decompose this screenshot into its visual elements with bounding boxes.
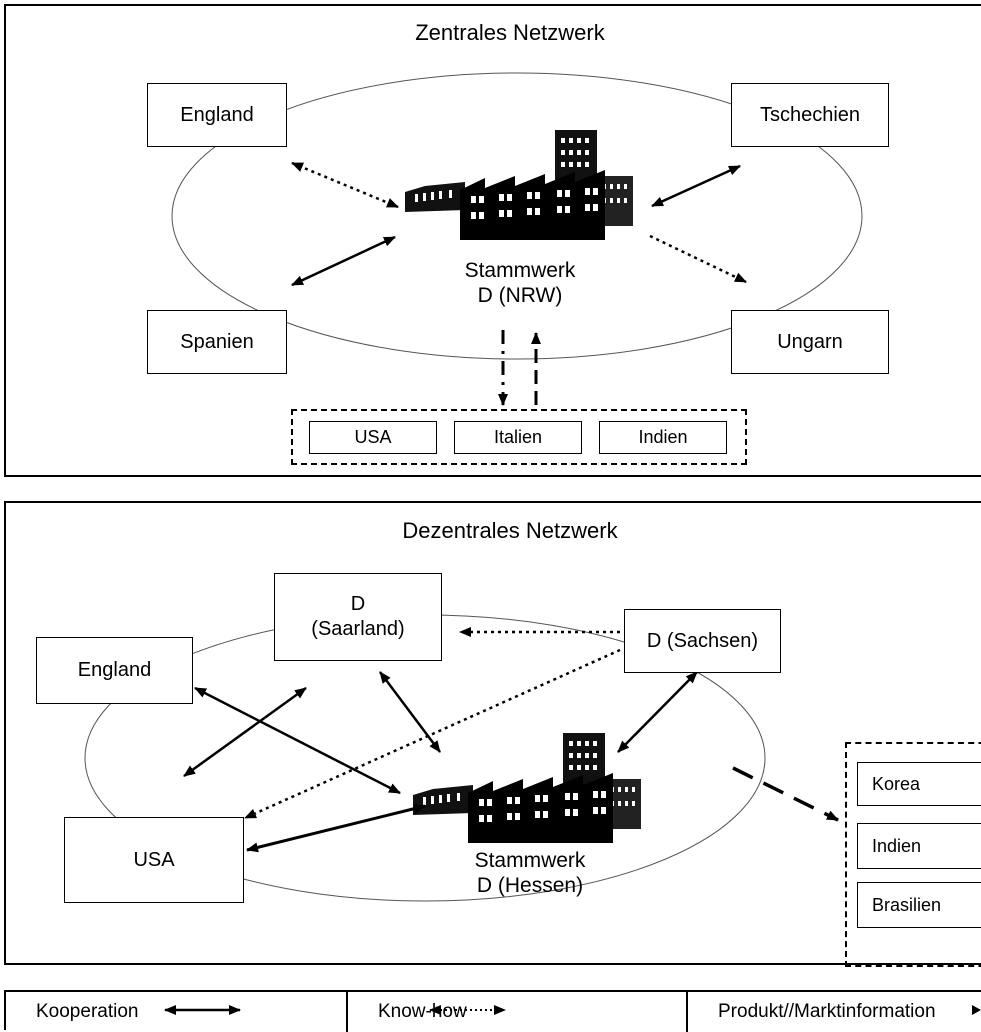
node-england-bottom: England (36, 637, 193, 704)
group-node-korea: Korea (857, 762, 981, 806)
group-node-label: Brasilien (872, 894, 942, 915)
node-label: USA (133, 848, 175, 871)
legend-label: Kooperation (36, 1001, 139, 1022)
node-ungarn: Ungarn (731, 310, 889, 374)
stammwerk-location: D (Hessen) (476, 874, 584, 898)
kooperation-arrow-saarland-hessen (379, 671, 441, 753)
legend-label: Produkt//Marktinformation (718, 1001, 936, 1022)
node-england-top: England (147, 83, 287, 147)
stammwerk-location: D (NRW) (477, 284, 563, 308)
legend-produkt-symbol (972, 1005, 981, 1015)
node-label: D (Sachsen) (646, 629, 759, 652)
kooperation-arrow-tschechien (651, 164, 741, 208)
produkt-arrow-group (732, 766, 839, 822)
node-label: England (77, 659, 152, 681)
node-label: D (350, 593, 366, 615)
dezentrales-netzwerk-panel (4, 501, 981, 965)
node-saarland: D (Saarland) (274, 573, 442, 661)
group-node-brasilien: Brasilien (857, 882, 981, 928)
stammwerk-name: Stammwerk (474, 849, 586, 872)
node-tschechien: Tschechien (731, 83, 889, 147)
node-usa-bottom: USA (64, 817, 244, 903)
knowhow-arrow-ungarn (649, 234, 747, 284)
kooperation-arrow-sachsen-hessen (617, 671, 698, 753)
knowhow-arrow-england (291, 161, 399, 209)
node-label: Ungarn (777, 330, 843, 353)
legend-item-kooperation: Kooperation (6, 992, 346, 1032)
panel-title-top: Zentrales Netzwerk (415, 20, 605, 45)
group-box-top (291, 409, 747, 465)
factory-icon (405, 130, 633, 240)
group-node-label: Indien (872, 835, 922, 856)
zentrales-netzwerk-panel (4, 4, 981, 477)
group-node-indien-bottom: Indien (857, 823, 981, 869)
node-label: Tschechien (759, 103, 861, 126)
legend-divider (686, 992, 688, 1032)
legend: Kooperation Know-how Produkt//Marktinfor… (4, 990, 981, 1032)
legend-item-produkt: Produkt//Marktinformation (688, 992, 981, 1032)
node-label: (Saarland) (311, 618, 405, 640)
group-node-label: Korea (872, 773, 921, 794)
group-node-label: USA (354, 427, 392, 448)
stammwerk-name: Stammwerk (464, 259, 576, 282)
kooperation-arrow-saarland-usa (183, 686, 307, 778)
group-node-usa: USA (309, 421, 437, 454)
node-sachsen: D (Sachsen) (624, 609, 781, 673)
stammwerk-label-top: Stammwerk D (NRW) (420, 258, 620, 308)
network-ellipse-top (171, 72, 863, 360)
group-node-label: Indien (638, 427, 688, 448)
stammwerk-label-bottom: Stammwerk D (Hessen) (430, 848, 630, 898)
group-box-bottom (845, 742, 981, 967)
legend-divider (346, 992, 348, 1032)
group-node-italien: Italien (454, 421, 582, 454)
node-saarland-label: D (Saarland) (311, 592, 404, 642)
group-node-label: Italien (493, 427, 543, 448)
kooperation-arrow-spanien (291, 235, 396, 287)
legend-item-knowhow: Know-how (348, 992, 686, 1032)
node-spanien: Spanien (147, 310, 287, 374)
node-label: Spanien (180, 330, 254, 353)
panel-title-bottom: Dezentrales Netzwerk (402, 518, 618, 543)
legend-label: Know-how (378, 1001, 467, 1022)
node-label: England (180, 103, 254, 126)
group-node-indien: Indien (599, 421, 727, 454)
kooperation-arrow-usa-hessen (246, 803, 426, 853)
